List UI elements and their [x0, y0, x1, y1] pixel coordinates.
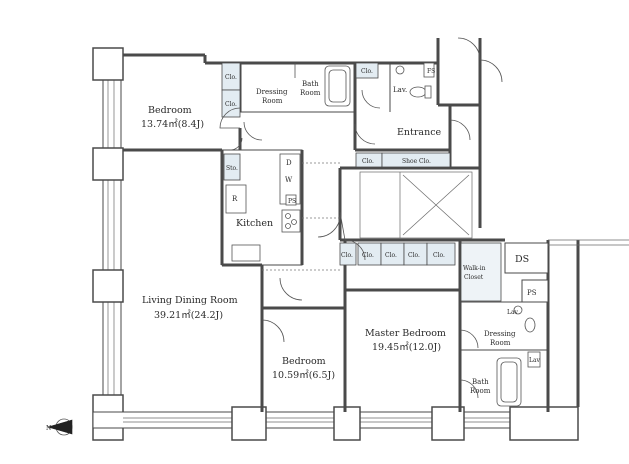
east-edge [548, 239, 629, 407]
fixtures [225, 62, 541, 407]
bedroom2-name: Bedroom [282, 356, 326, 367]
lav-label: Lav. [393, 86, 407, 94]
dressing2-label: Dressing [484, 330, 516, 338]
clo-label-6: Clo. [362, 252, 374, 259]
bedroom2-area: 10.59㎡(6.5J) [272, 370, 335, 381]
bath2-label-b: Room [470, 387, 491, 395]
entrance-label: Entrance [397, 127, 442, 138]
west-facade [102, 47, 122, 439]
living-name: Living Dining Room [142, 295, 238, 306]
kitchen-ps-label: PS [288, 198, 296, 205]
clo-label-9: Clo. [433, 252, 445, 259]
south-facade [92, 406, 579, 441]
north-compass: N [46, 418, 73, 436]
master-area: 19.45㎡(12.0J) [372, 342, 441, 353]
kitchen-label: Kitchen [236, 218, 273, 229]
walkin-label-b: Closet [464, 274, 484, 281]
clo-label-7: Clo. [385, 252, 397, 259]
bath2-label: Bath [472, 378, 489, 386]
fs-label: FS [427, 68, 435, 75]
master-name: Master Bedroom [365, 328, 446, 339]
dressing1-label-b: Room [262, 97, 283, 105]
clo-label-1: Clo. [225, 74, 237, 81]
dressing2-label-b: Room [490, 339, 511, 347]
bath1-label-b: Room [300, 89, 321, 97]
lav-small-label-1: Lav [507, 309, 519, 316]
living-area: 39.21㎡(24.2J) [154, 310, 223, 321]
bath1-label: Bath [302, 80, 319, 88]
fridge-label: R [232, 195, 238, 203]
clo-label-3: Clo. [361, 68, 373, 75]
washer-label: W [285, 176, 293, 184]
ps-label: PS [527, 289, 537, 297]
dishwasher-label: D [286, 159, 292, 167]
clo-label-4: Clo. [362, 158, 374, 165]
clo-label-5: Clo. [341, 252, 353, 259]
shoe-clo-label: Shoe Clo. [402, 158, 431, 165]
ds-label: DS [515, 254, 529, 265]
sto-label: Sto. [226, 165, 238, 172]
lav-small-label-2: Lav [529, 357, 541, 364]
bedroom1-area: 13.74㎡(8.4J) [141, 119, 204, 130]
closets [221, 62, 502, 302]
void-area [359, 171, 473, 239]
doors [219, 37, 503, 399]
compass-north-label: N [46, 425, 51, 432]
bedroom1-name: Bedroom [148, 105, 192, 116]
dressing1-label: Dressing [256, 88, 288, 96]
north-facade [123, 38, 482, 228]
walkin-label: Walk-in [463, 265, 486, 272]
clo-label-8: Clo. [408, 252, 420, 259]
clo-label-2: Clo. [225, 101, 237, 108]
